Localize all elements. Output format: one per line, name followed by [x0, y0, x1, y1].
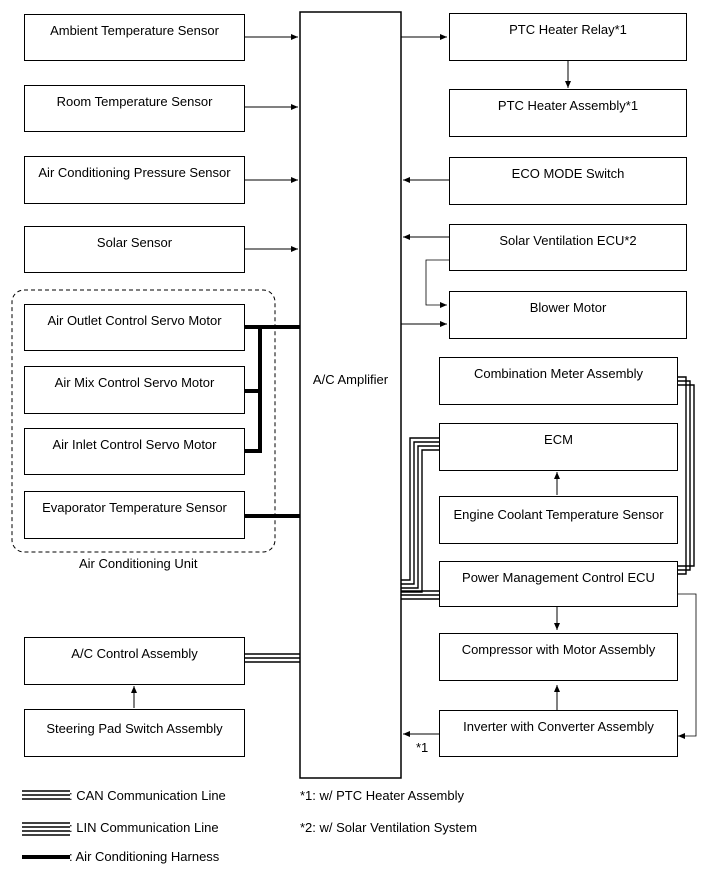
legend-lin-symbol — [22, 822, 70, 836]
inverter-with-converter-assembly-box: Inverter with Converter Assembly — [439, 710, 678, 757]
air-conditioning-unit-label: Air Conditioning Unit — [79, 556, 198, 571]
compressor-with-motor-assembly-box: Compressor with Motor Assembly — [439, 633, 678, 681]
ptc-heater-assembly-box: PTC Heater Assembly*1 — [449, 89, 687, 137]
pmc-to-inverter-line — [677, 593, 697, 739]
steering-pad-switch-assembly-box: Steering Pad Switch Assembly — [24, 709, 245, 757]
ac-control-can-line — [244, 653, 300, 663]
air-mix-control-servo-motor-box: Air Mix Control Servo Motor — [24, 366, 245, 414]
combination-meter-assembly-box: Combination Meter Assembly — [439, 357, 678, 405]
footnote-solar-ventilation: *2: w/ Solar Ventilation System — [300, 820, 478, 835]
footnote-ptc: *1: w/ PTC Heater Assembly — [300, 788, 464, 803]
room-temperature-sensor-box: Room Temperature Sensor — [24, 85, 245, 132]
eco-mode-switch-box: ECO MODE Switch — [449, 157, 687, 205]
solar-ventilation-ecu-box: Solar Ventilation ECU*2 — [449, 224, 687, 271]
amp-pmc-can-line — [401, 590, 439, 600]
ac-amplifier-box — [299, 11, 402, 779]
inverter-footnote-marker: *1 — [416, 740, 429, 755]
evaporator-temperature-sensor-box: Evaporator Temperature Sensor — [24, 491, 245, 539]
meter-pmc-can-line — [677, 376, 695, 575]
servo-harness — [244, 325, 300, 518]
air-conditioning-unit-group — [11, 289, 276, 553]
ecm-box: ECM — [439, 423, 678, 471]
ac-amplifier-label: A/C Amplifier — [312, 372, 389, 387]
engine-coolant-temperature-sensor-box: Engine Coolant Temperature Sensor — [439, 496, 678, 544]
air-outlet-control-servo-motor-box: Air Outlet Control Servo Motor — [24, 304, 245, 351]
power-management-control-ecu-box: Power Management Control ECU — [439, 561, 678, 607]
ac-control-assembly-box: A/C Control Assembly — [24, 637, 245, 685]
solar-sensor-box: Solar Sensor — [24, 226, 245, 273]
legend-lin-label: : LIN Communication Line — [69, 820, 219, 835]
legend-harness-label: : Air Conditioning Harness — [69, 849, 220, 864]
air-conditioning-pressure-sensor-box: Air Conditioning Pressure Sensor — [24, 156, 245, 204]
ambient-temperature-sensor-box: Ambient Temperature Sensor — [24, 14, 245, 61]
blower-motor-box: Blower Motor — [449, 291, 687, 339]
air-inlet-control-servo-motor-box: Air Inlet Control Servo Motor — [24, 428, 245, 475]
legend-can-symbol — [22, 790, 70, 800]
ptc-heater-relay-box: PTC Heater Relay*1 — [449, 13, 687, 61]
legend-can-label: : CAN Communication Line — [69, 788, 226, 803]
amp-ecm-lin-line — [401, 437, 439, 593]
arrow-solar-vent-to-blower — [425, 259, 449, 308]
